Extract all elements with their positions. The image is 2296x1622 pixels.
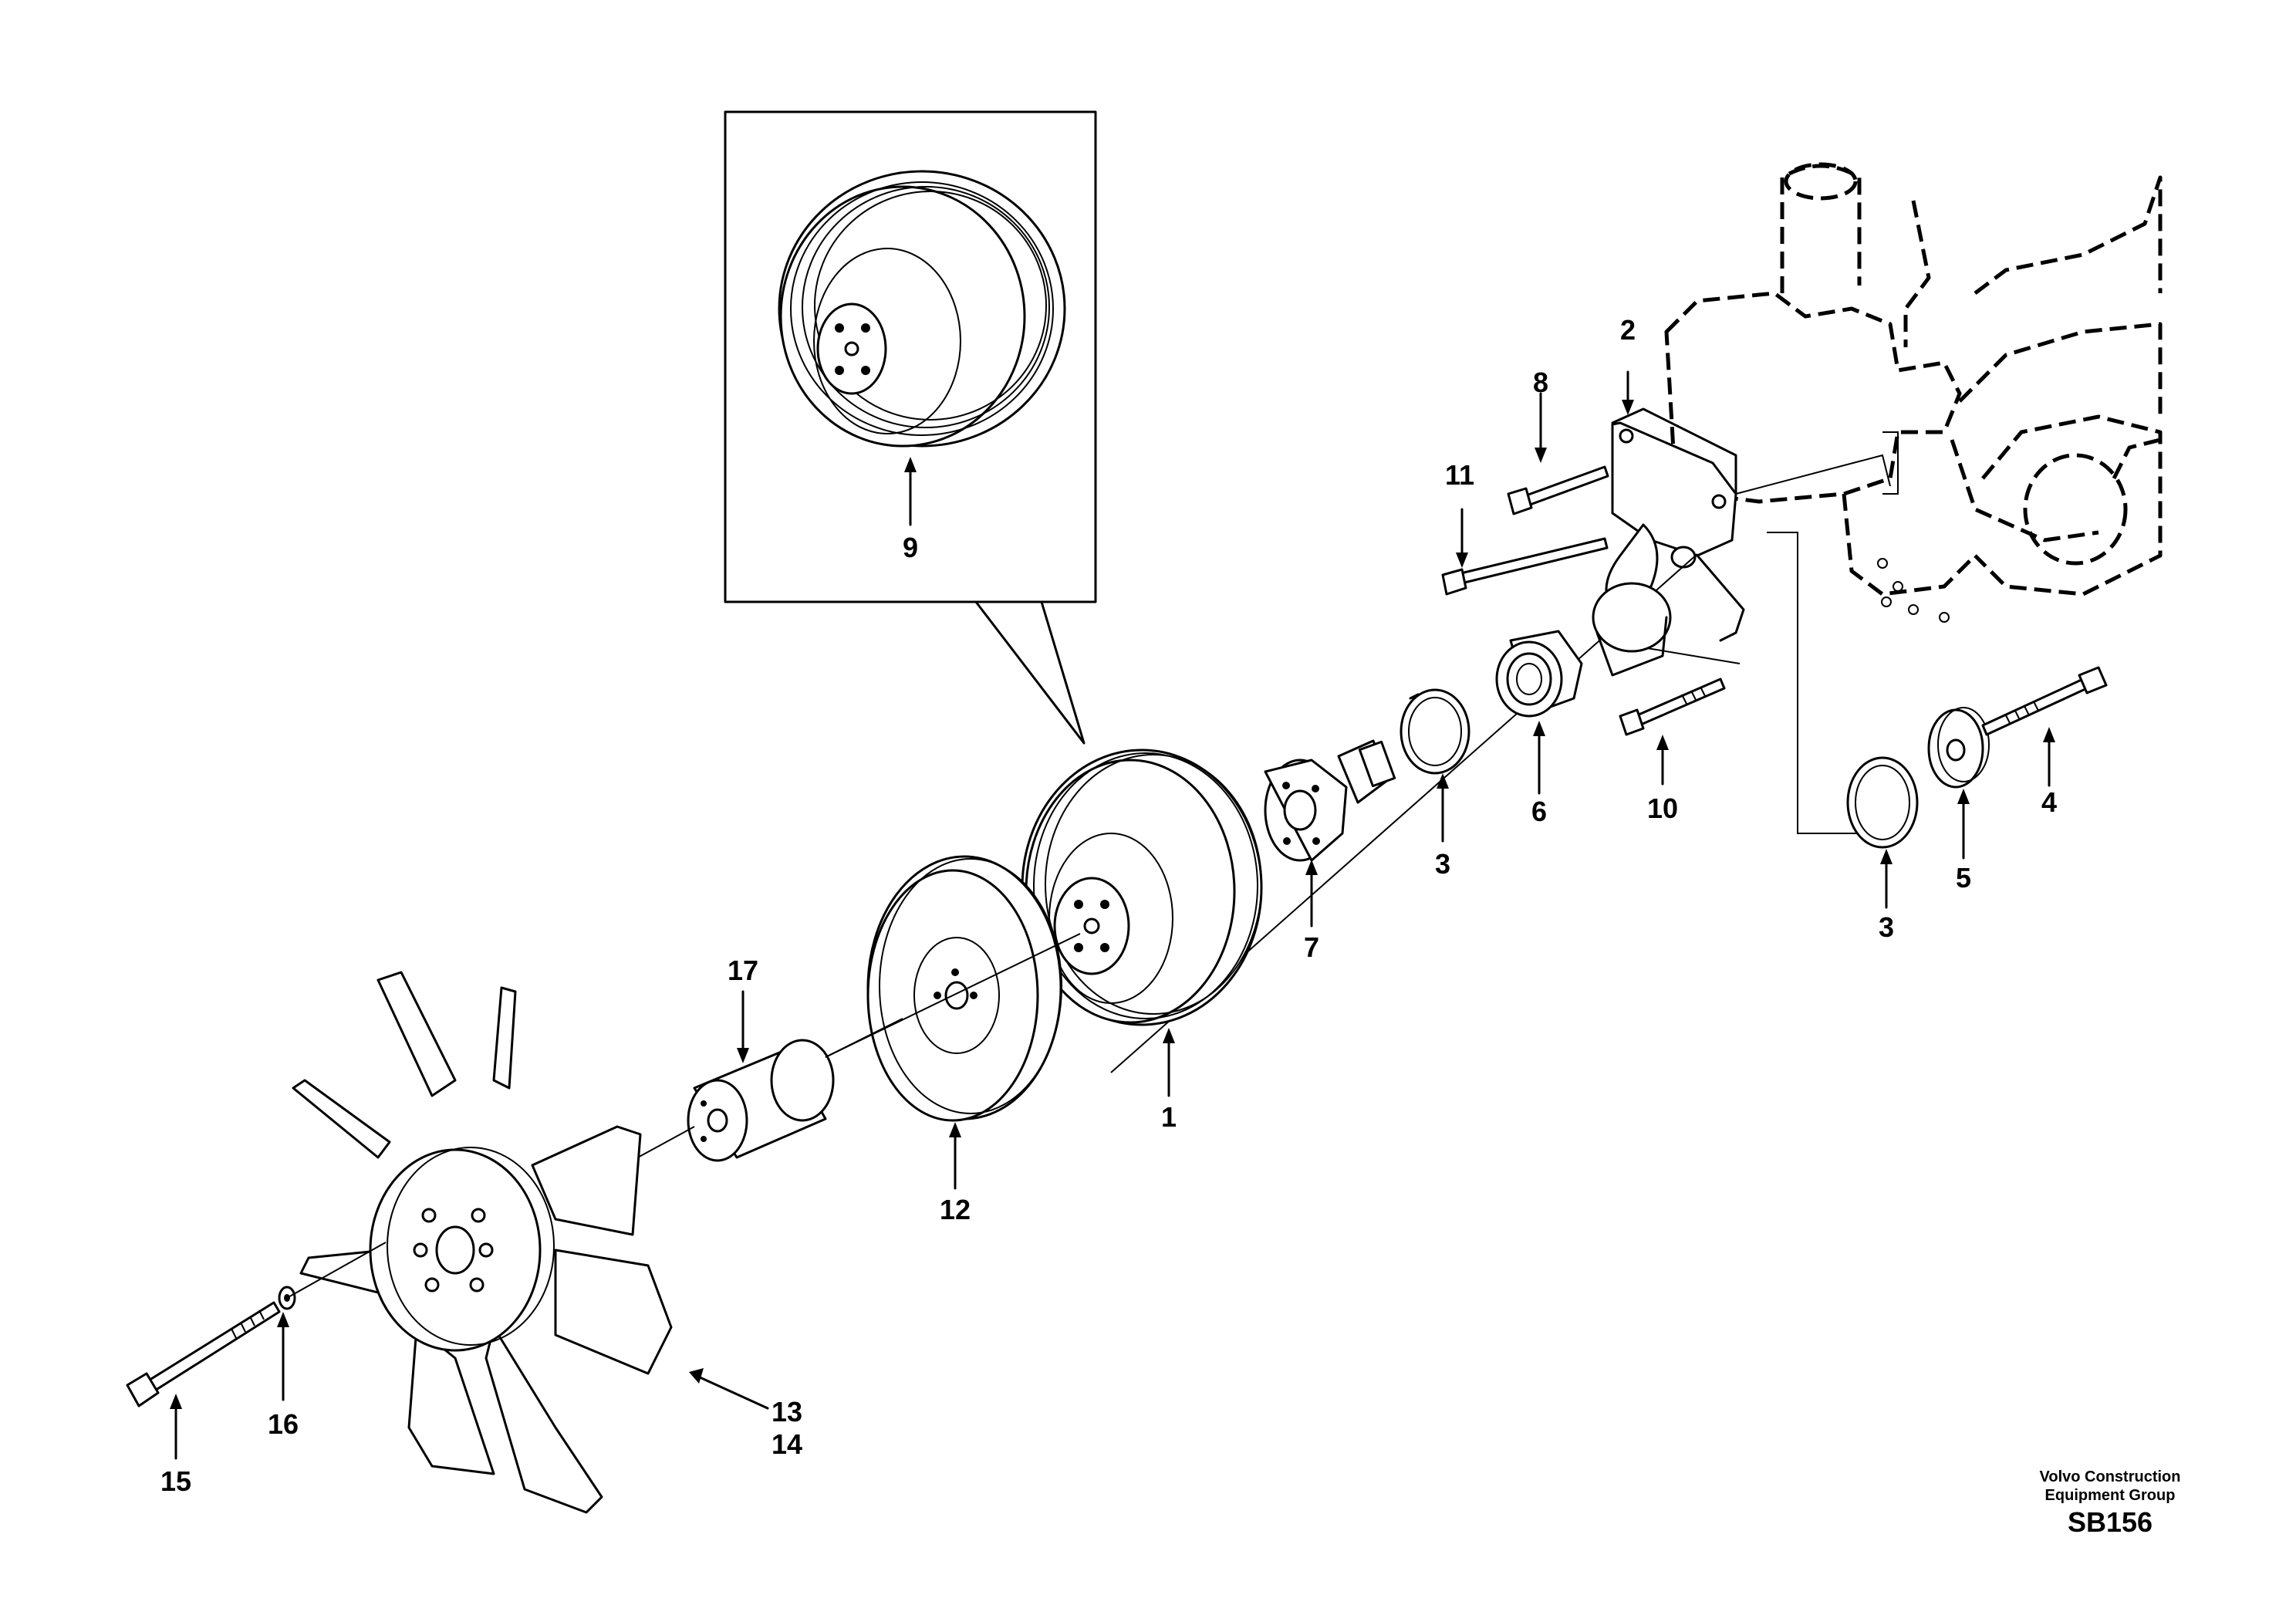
callout-12: 12 (940, 1194, 971, 1225)
callout-15: 15 (160, 1465, 191, 1497)
bolt-10 (1619, 678, 1726, 736)
callout-1: 1 (1161, 1101, 1177, 1133)
callout-11: 11 (1445, 459, 1474, 491)
callout-17: 17 (728, 955, 758, 986)
cooling-fan-13-14 (292, 971, 673, 1514)
pump-shaft-6 (1264, 739, 1396, 862)
engine-block-outline (1664, 162, 2163, 623)
bearing-5 (1495, 630, 1583, 718)
bolt-8 (1507, 465, 1609, 515)
cover-plate-7 (1927, 707, 1990, 789)
callout-14: 14 (772, 1428, 802, 1460)
leader-lines (170, 370, 2055, 1460)
callout-labels: 9 2 8 11 3 6 10 7 4 5 3 1 12 17 13 14 15… (160, 314, 2057, 1497)
callout-2: 2 (1620, 314, 1636, 346)
callout-8: 8 (1533, 367, 1548, 398)
callout-3-right: 3 (1879, 911, 1894, 943)
callout-10: 10 (1647, 792, 1678, 824)
callout-4: 4 (2041, 786, 2057, 818)
pulley-detail-drawing (778, 170, 1066, 448)
detail-inset (724, 110, 1097, 745)
callout-7: 5 (1956, 862, 1971, 894)
fan-pulley-12 (866, 855, 1062, 1122)
company-line-1: Volvo Construction (2040, 1468, 2181, 1485)
company-line-2: Equipment Group (2045, 1487, 2176, 1504)
snap-ring-3b (1846, 756, 1919, 849)
bolt-11 (1441, 537, 1609, 596)
spacer-17 (687, 1039, 835, 1162)
snap-ring-3a (1400, 688, 1470, 775)
callout-5: 6 (1531, 796, 1547, 827)
drawing-code: SB156 (2068, 1506, 2152, 1538)
callout-6: 7 (1304, 931, 1319, 963)
pump-seal (1592, 582, 1672, 677)
footer-block: Volvo Construction Equipment Group SB156 (2040, 1468, 2181, 1538)
callout-3-middle: 3 (1435, 848, 1450, 880)
fan-bolt-15 (126, 1301, 281, 1407)
bolt-4 (1981, 666, 2108, 736)
large-pulley-1 (1021, 748, 1263, 1026)
callout-13: 13 (772, 1396, 802, 1428)
callout-9: 9 (903, 532, 918, 563)
callout-16: 16 (268, 1408, 299, 1440)
